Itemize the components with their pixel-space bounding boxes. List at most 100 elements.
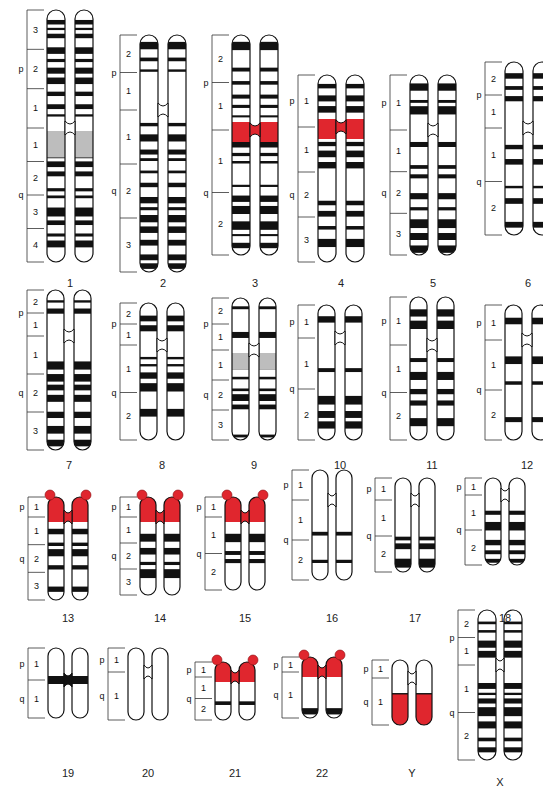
arm-label: p [99, 656, 104, 665]
dark-band [164, 534, 180, 542]
region-number: 3 [33, 427, 38, 436]
dark-band [505, 318, 522, 325]
band-scale [372, 660, 389, 725]
dark-band [410, 193, 428, 199]
dark-band [410, 165, 428, 169]
dark-band [232, 234, 250, 236]
chromatid [346, 75, 364, 262]
dark-band [167, 357, 184, 359]
region-number: 3 [304, 235, 309, 244]
chromatid-outline [410, 297, 427, 440]
dark-band [410, 309, 427, 316]
region-number: 1 [464, 647, 469, 656]
band-scale [458, 610, 475, 760]
dark-band [485, 522, 501, 531]
scale-tick [458, 637, 475, 638]
region-number: 2 [126, 187, 131, 196]
dark-band [140, 215, 158, 222]
dark-band [74, 412, 91, 418]
chromatid [326, 657, 342, 718]
dark-band [312, 560, 328, 563]
dark-band [47, 233, 65, 236]
scale-tick [298, 389, 315, 390]
dark-band [419, 559, 435, 568]
dark-band [232, 377, 249, 380]
chromatid-body [438, 75, 456, 255]
scale-line [458, 610, 459, 760]
dark-band [140, 171, 158, 174]
scale-tick [212, 350, 229, 351]
scale-tick [120, 272, 137, 273]
dark-band [47, 208, 65, 217]
dark-band [48, 543, 64, 546]
scale-tick [298, 305, 315, 306]
centromere-red [346, 119, 364, 139]
chromatid [438, 75, 456, 255]
dark-band [232, 81, 250, 85]
dark-band [318, 84, 336, 88]
scale-tick [375, 478, 392, 479]
band-scale [298, 75, 315, 262]
centromere [408, 671, 416, 685]
arm-label: p [283, 481, 288, 490]
centromere [64, 329, 74, 343]
arm-label: q [289, 385, 294, 394]
dark-band [168, 254, 186, 260]
dark-band [232, 394, 249, 401]
region-number: 2 [33, 174, 38, 183]
dark-band [225, 534, 241, 542]
scale-tick [205, 553, 222, 554]
centromere [64, 673, 72, 687]
chromosome-pair [392, 660, 432, 725]
arm-label: q [289, 190, 294, 199]
dark-band [260, 234, 278, 236]
scale-tick [120, 392, 137, 393]
chromatid-outline [312, 470, 328, 580]
chromatid [485, 478, 501, 565]
dark-band [410, 207, 428, 210]
chromosome-number: 6 [525, 278, 531, 289]
chromatid-body [128, 648, 144, 720]
chromatid [392, 660, 408, 725]
chromosome-number: 4 [338, 278, 344, 289]
dark-band [167, 372, 184, 378]
dark-band [74, 300, 91, 302]
chromosome-number: 14 [154, 613, 166, 624]
chromosome-number: 12 [521, 460, 533, 471]
dark-band [232, 243, 250, 248]
dark-band [140, 383, 157, 391]
arm-label: q [366, 532, 371, 541]
arm-label: p [203, 320, 208, 329]
dark-band [140, 123, 158, 126]
dark-band [232, 95, 250, 99]
region-number: 2 [491, 204, 496, 213]
chromatid-outline [505, 62, 523, 235]
dark-band [410, 321, 427, 329]
dark-band [260, 42, 278, 50]
chromatid-body [395, 478, 411, 572]
satellite [248, 655, 258, 665]
scale-tick [27, 88, 44, 89]
dark-band [140, 372, 157, 378]
dark-band [346, 239, 364, 247]
chromosome-pair [47, 290, 91, 450]
band-scale [298, 305, 315, 440]
scale-tick [120, 164, 137, 165]
dark-band [478, 622, 496, 625]
chromatid [72, 648, 88, 718]
dark-band [532, 417, 543, 422]
dark-band [438, 142, 456, 147]
dark-band [75, 104, 93, 109]
dark-band [232, 388, 249, 391]
scale-tick [390, 255, 407, 256]
dark-band [318, 411, 335, 418]
dark-band [47, 20, 65, 25]
chromatid-outline [225, 497, 241, 590]
dark-band [505, 145, 523, 149]
arm-label: q [19, 695, 24, 704]
dark-band [232, 405, 249, 410]
dark-band [168, 123, 186, 126]
scale-tick [28, 600, 45, 601]
region-number: 1 [218, 333, 223, 342]
centromere [64, 510, 72, 524]
